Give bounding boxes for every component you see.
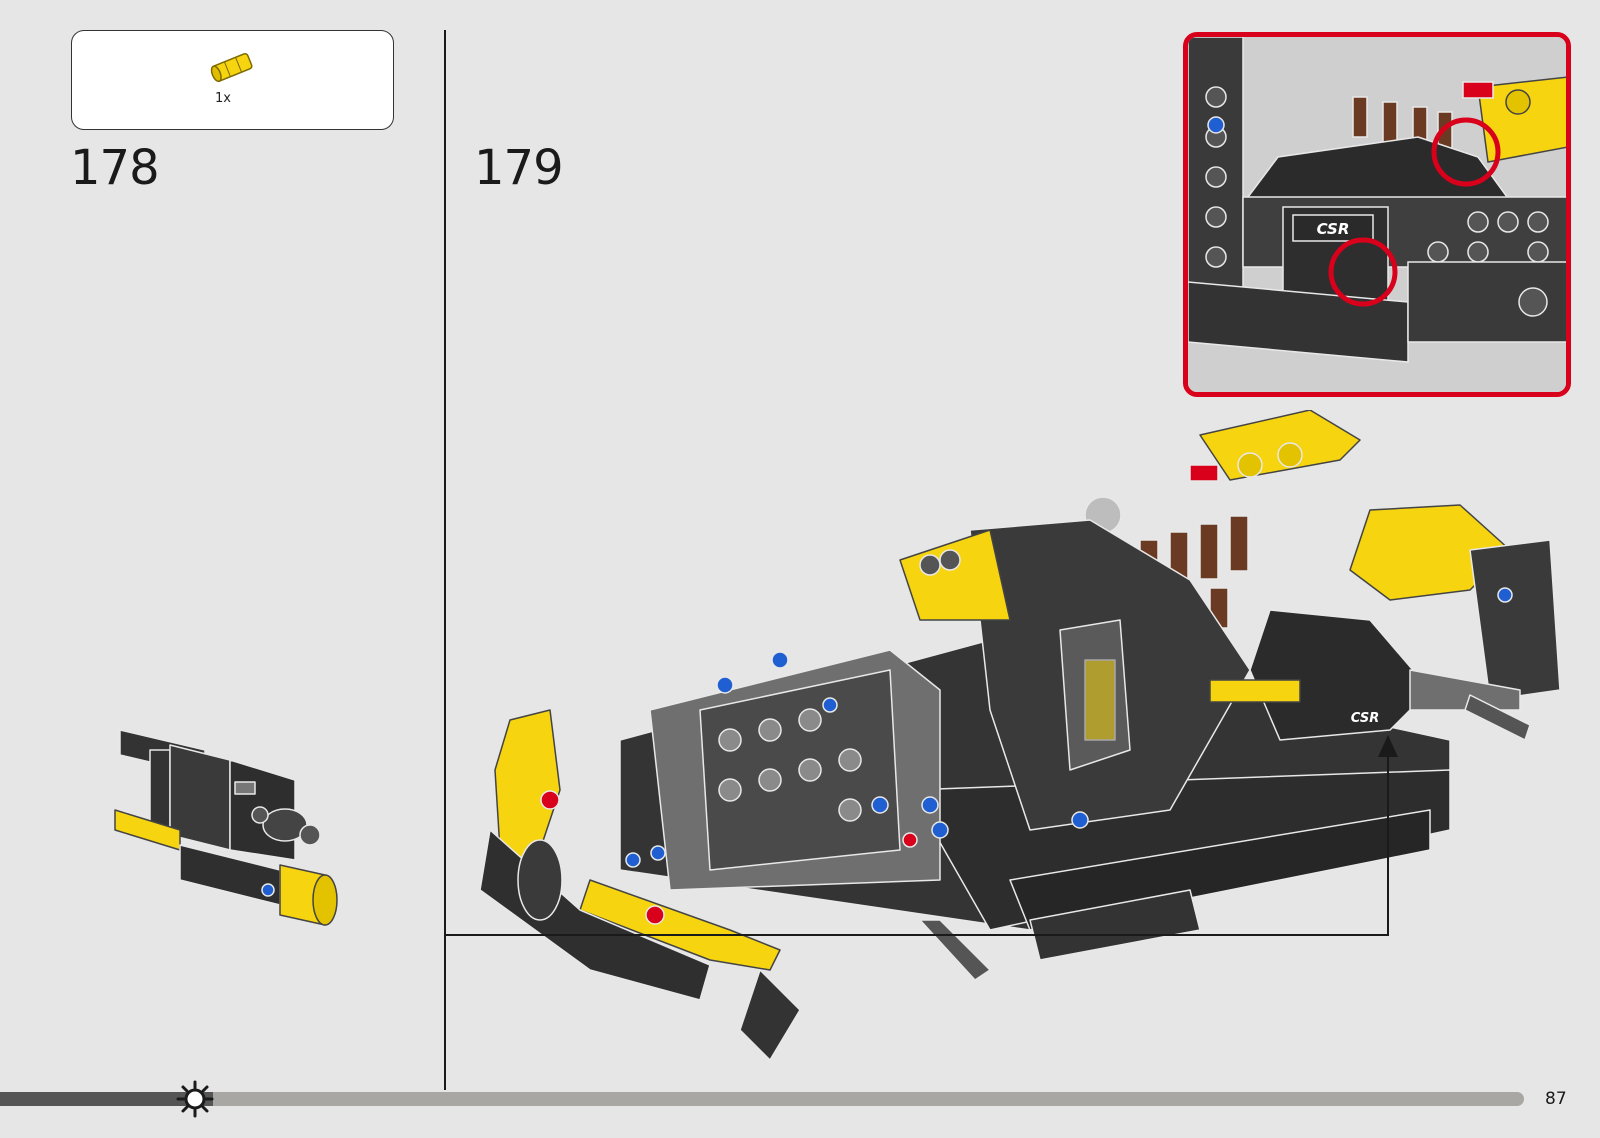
inset-csr-label: CSR: [1317, 220, 1350, 238]
subassembly-illustration: [110, 720, 370, 940]
step-number-178: 178: [70, 140, 159, 196]
page-number: 87: [1545, 1089, 1567, 1109]
part-quantity: 1x: [208, 91, 238, 106]
parts-callout-box: 1x: [71, 30, 394, 130]
callout-pointer: [444, 735, 1404, 940]
yellow-axle-connector-icon: [207, 49, 259, 85]
detail-inset: CSR: [1183, 32, 1571, 397]
detail-inset-illustration: CSR: [1188, 37, 1568, 392]
sun-gear-icon: [176, 1080, 214, 1118]
step-number-179: 179: [474, 140, 563, 196]
progress-track: [0, 1092, 1524, 1106]
model-csr-label: CSR: [1351, 711, 1379, 726]
